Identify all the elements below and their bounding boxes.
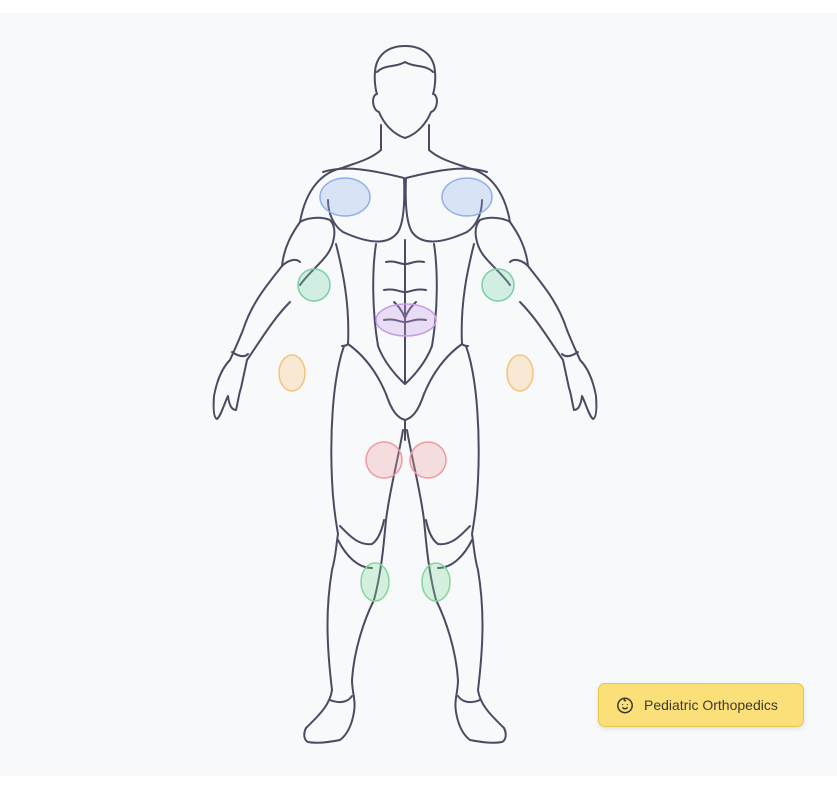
shoulder-left-region[interactable]: [319, 177, 371, 217]
elbow-left-region[interactable]: [297, 268, 331, 302]
human-body-figure: [212, 45, 598, 744]
elbow-right-region[interactable]: [481, 268, 515, 302]
joint-regions: [278, 177, 534, 602]
knee-left-region[interactable]: [360, 562, 390, 602]
specialty-label: Pediatric Orthopedics: [644, 697, 778, 713]
hip-right-region[interactable]: [409, 441, 447, 479]
body-map-canvas: [0, 13, 837, 776]
hip-left-region[interactable]: [365, 441, 403, 479]
pediatric-orthopedics-button[interactable]: Pediatric Orthopedics: [598, 683, 804, 727]
knee-right-region[interactable]: [421, 562, 451, 602]
wrist-right-region[interactable]: [506, 354, 534, 392]
wrist-left-region[interactable]: [278, 354, 306, 392]
shoulder-right-region[interactable]: [441, 177, 493, 217]
body-outline: [212, 45, 598, 744]
spine-region[interactable]: [375, 303, 437, 337]
baby-face-icon: [615, 695, 635, 715]
